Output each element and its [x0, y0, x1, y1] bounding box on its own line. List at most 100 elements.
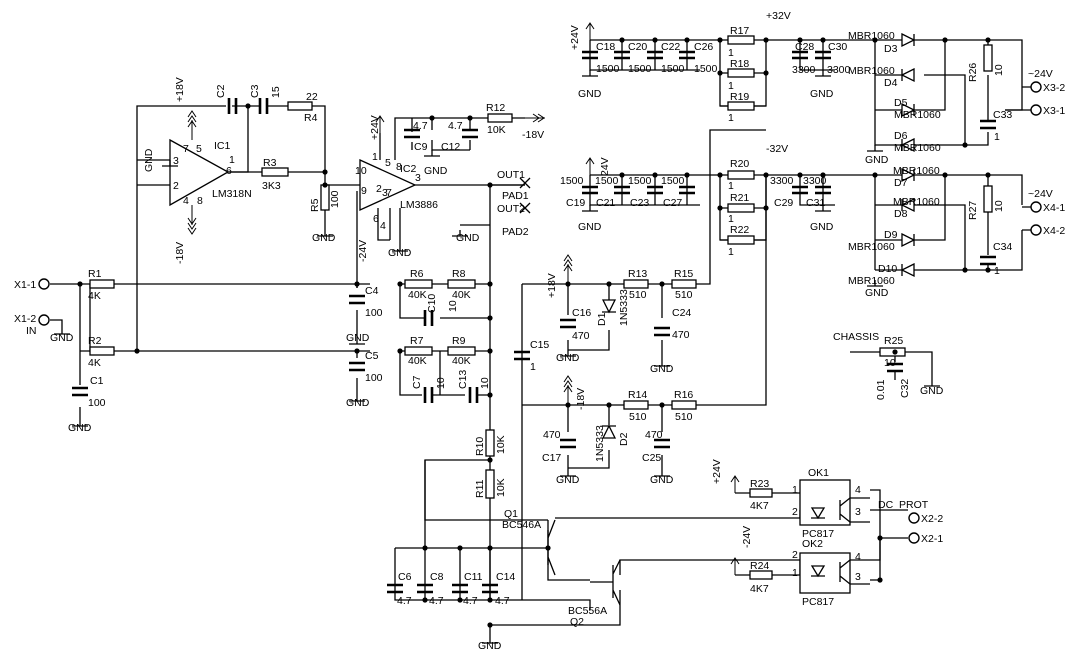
c32-value: 0.01	[875, 379, 887, 400]
c16-value: 470	[572, 330, 590, 342]
pin: 3	[855, 571, 861, 583]
c4-label: C4	[365, 285, 379, 297]
gnd-label: GND	[312, 232, 336, 244]
r27-value: 10	[993, 200, 1005, 212]
d6-label: D6	[894, 130, 908, 142]
c5-label: C5	[365, 350, 379, 362]
x2-2-label: X2-2	[921, 513, 943, 525]
r21-label: R21	[730, 192, 749, 204]
pin: 5	[385, 157, 391, 169]
r14-value: 510	[629, 411, 647, 423]
c7-value: 10	[435, 377, 447, 389]
d-value: MBR1060	[848, 30, 895, 42]
r24-value: 4K7	[750, 583, 769, 595]
d-value: MBR1060	[893, 196, 940, 208]
connector-terminals	[38, 81, 1042, 544]
ic2-part: LM3886	[400, 199, 438, 211]
c3-label: C3	[249, 84, 261, 98]
d8-label: D8	[894, 208, 908, 220]
pin: 1	[792, 484, 798, 496]
r24-label: R24	[750, 560, 769, 572]
c-value: 1500	[694, 63, 718, 75]
d2-value: 1N5333	[594, 425, 606, 462]
r26-label: R26	[967, 63, 979, 82]
gnd-label: GND	[456, 232, 480, 244]
pin: 4	[183, 195, 189, 207]
c30-label: C30	[828, 41, 847, 53]
r25-label: R25	[884, 335, 903, 347]
pin: 3	[415, 172, 421, 184]
c19-label: C19	[566, 197, 585, 209]
out2-label: OUT2	[497, 203, 525, 215]
c13-label: C13	[457, 370, 469, 389]
gnd-label: GND	[346, 332, 370, 344]
r2-label: R2	[88, 335, 102, 347]
c22-label: C22	[661, 41, 680, 53]
r3-label: R3	[263, 157, 277, 169]
d-value: MBR1060	[894, 142, 941, 154]
d2-label: D2	[618, 432, 630, 446]
c4-value: 100	[365, 307, 383, 319]
r3-value: 3K3	[262, 180, 281, 192]
r6-label: R6	[410, 268, 424, 280]
pad1-label: PAD1	[502, 190, 529, 202]
opamps	[169, 138, 417, 212]
pin: 10	[355, 165, 367, 177]
c13-value: 10	[479, 377, 491, 389]
c14-label: C14	[496, 571, 515, 583]
c18-label: C18	[596, 41, 615, 53]
q1-part: BC546A	[502, 519, 541, 531]
d1-value: 1N5333	[618, 289, 630, 326]
pin: 6	[373, 213, 379, 225]
r26-value: 10	[993, 64, 1005, 76]
r5-value: 100	[329, 190, 341, 208]
r16-label: R16	[674, 389, 693, 401]
dc-prot-label: DC_PROT	[878, 499, 929, 511]
capacitors	[72, 50, 996, 594]
supply-symbols	[187, 22, 740, 576]
gnd-label: GND	[50, 332, 74, 344]
c28-label: C28	[795, 41, 814, 53]
gnd-label: GND	[810, 88, 834, 100]
pin: 4	[380, 220, 386, 232]
pin: 1	[372, 151, 378, 163]
supply-label: +18V	[546, 273, 558, 298]
pin: 2	[173, 180, 179, 192]
m32-label: -32V	[766, 143, 788, 155]
r18-value: 1	[728, 80, 734, 92]
c17-value: 470	[543, 429, 561, 441]
pin: 7	[183, 143, 189, 155]
c-value: 1500	[560, 175, 584, 187]
gnd-label: GND	[556, 474, 580, 486]
c-value: 1500	[595, 175, 619, 187]
gnd-label: GND	[556, 352, 580, 364]
r7-value: 40K	[408, 355, 427, 367]
supply-label: -18V	[174, 242, 186, 264]
c-value: 1500	[661, 175, 685, 187]
p32-label: +32V	[766, 10, 791, 22]
pin: 7	[386, 187, 392, 199]
c31-label: C31	[806, 197, 825, 209]
c-value: 3300	[770, 175, 794, 187]
r4-value: 22	[306, 91, 318, 103]
in-label: IN	[26, 325, 37, 337]
c26-label: C26	[694, 41, 713, 53]
supply-label: -24V	[741, 526, 753, 548]
gnd-label: GND	[388, 247, 412, 259]
c25-value: 470	[645, 429, 663, 441]
ic2-ref: IC2	[400, 163, 417, 175]
c-value: 1500	[628, 63, 652, 75]
x3-1-label: X3-1	[1043, 105, 1065, 117]
c10-value: 10	[447, 300, 459, 312]
pin: 6	[226, 165, 232, 177]
r20-label: R20	[730, 158, 749, 170]
c15-value: 1	[530, 361, 536, 373]
d-value: MBR1060	[848, 241, 895, 253]
out1-label: OUT1	[497, 169, 525, 181]
c2-label: C2	[215, 84, 227, 98]
r1-label: R1	[88, 268, 102, 280]
c7-label: C7	[411, 375, 423, 389]
c11-value: 4.7	[463, 595, 478, 607]
r4-label: R4	[304, 112, 318, 124]
x1-1-label: X1-1	[14, 279, 36, 291]
